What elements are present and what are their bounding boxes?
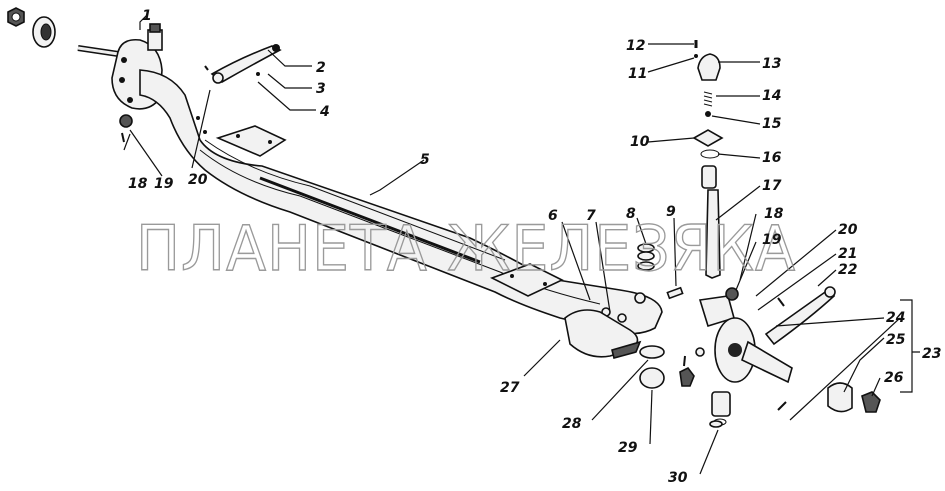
callout-24: 24 xyxy=(886,310,905,326)
knuckle-spring xyxy=(692,40,724,159)
callout-18: 18 xyxy=(764,206,784,222)
callout-28: 28 xyxy=(562,416,582,432)
right-steering-arm xyxy=(725,286,836,411)
callout-left-18: 18 xyxy=(128,176,148,192)
callout-20: 20 xyxy=(838,222,858,238)
callout-19: 19 xyxy=(762,232,782,248)
callout-left-19: 19 xyxy=(154,176,174,192)
shims xyxy=(637,243,684,300)
callout-5: 5 xyxy=(420,152,430,168)
callout-11: 11 xyxy=(628,66,647,82)
callout-23: 23 xyxy=(922,346,941,362)
leader-lines xyxy=(123,13,901,475)
callout-bracket-23 xyxy=(900,299,920,393)
callout-6: 6 xyxy=(548,208,558,224)
callout-25: 25 xyxy=(886,332,906,348)
callout-12: 12 xyxy=(626,38,645,54)
callout-14: 14 xyxy=(762,88,781,104)
callout-30: 30 xyxy=(668,470,688,486)
lower-parts xyxy=(564,309,881,428)
callout-13: 13 xyxy=(762,56,781,72)
callout-15: 15 xyxy=(762,116,782,132)
right-steering-knuckle xyxy=(695,295,793,426)
left-hub-nut xyxy=(7,7,25,27)
callout-left-20: 20 xyxy=(188,172,208,188)
callout-labels: 1 2 3 4 5 6 7 8 9 10 11 12 13 14 15 16 1… xyxy=(128,8,941,486)
callout-17: 17 xyxy=(762,178,782,194)
callout-16: 16 xyxy=(762,150,782,166)
callout-22: 22 xyxy=(838,262,857,278)
callout-29: 29 xyxy=(618,440,638,456)
kingpin xyxy=(701,165,721,279)
watermark-text: ПЛАНЕТА ЖЕЛЕЗЯКА xyxy=(136,212,796,285)
callout-1: 1 xyxy=(142,8,152,24)
callout-8: 8 xyxy=(626,206,636,222)
callout-2: 2 xyxy=(316,60,326,76)
axle-beam xyxy=(139,69,663,335)
callout-4: 4 xyxy=(319,104,330,120)
callout-9: 9 xyxy=(666,204,676,220)
left-small-parts xyxy=(119,114,133,143)
callout-10: 10 xyxy=(630,134,650,150)
left-steering-arm xyxy=(204,44,282,84)
left-hub-bushing xyxy=(32,16,56,48)
callout-26: 26 xyxy=(884,370,904,386)
callout-7: 7 xyxy=(586,208,596,224)
callout-3: 3 xyxy=(316,81,326,97)
callout-21: 21 xyxy=(838,246,857,262)
callout-27: 27 xyxy=(500,380,520,396)
